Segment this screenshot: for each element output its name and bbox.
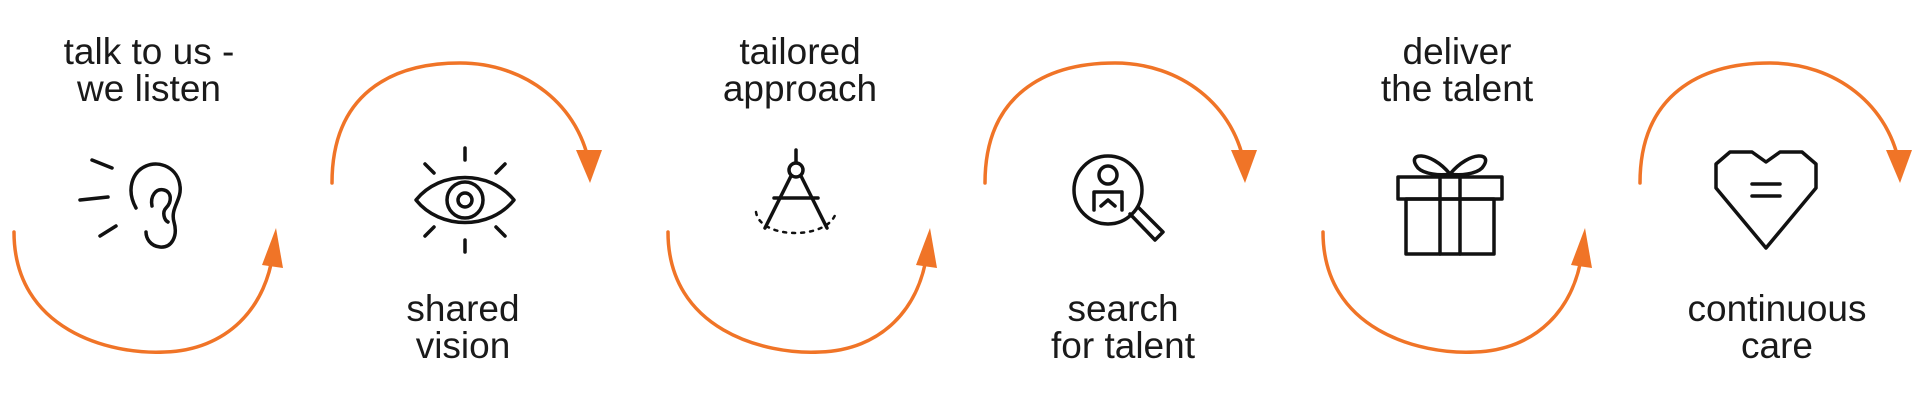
step-label-4: search for talent (1051, 288, 1195, 366)
arc-4 (983, 61, 1257, 185)
eye-icon (414, 146, 516, 254)
arc-2 (330, 61, 602, 185)
gift-icon (1396, 154, 1504, 256)
arc-1 (12, 228, 283, 354)
search-person-icon (1072, 154, 1165, 242)
compass-icon (754, 148, 838, 235)
heart-icon (1714, 150, 1818, 250)
step-label-2: shared vision (406, 288, 520, 366)
step-label-1: talk to us - we listen (63, 31, 235, 109)
arc-3 (666, 228, 937, 354)
step-label-6: continuous care (1687, 288, 1867, 366)
ear-icon (78, 158, 182, 249)
step-label-3: tailored approach (722, 31, 878, 109)
step-label-5: deliver the talent (1380, 31, 1534, 109)
arc-5 (1321, 228, 1592, 354)
arc-6 (1638, 61, 1912, 185)
